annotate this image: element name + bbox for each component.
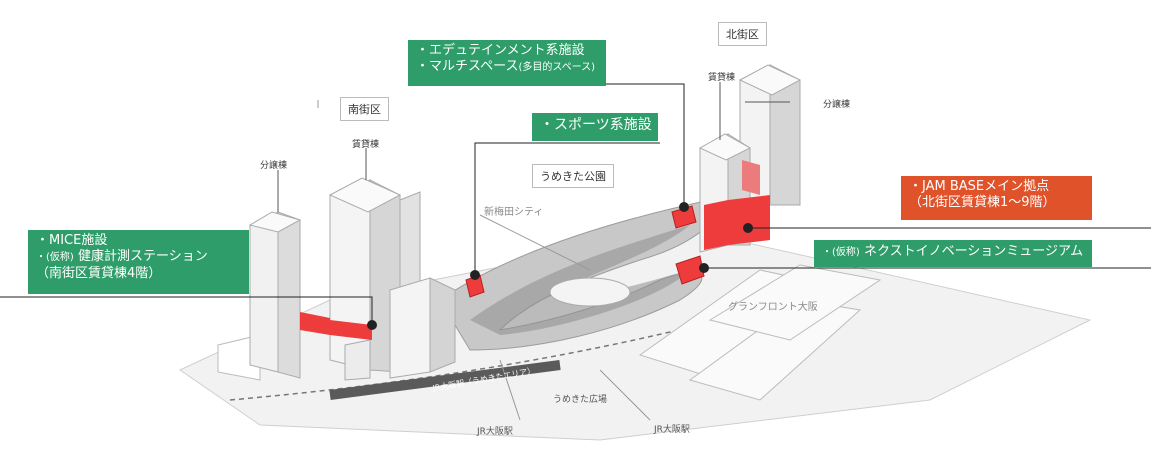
next-innovation-line: ・(仮称) ネクストイノベーションミュージアム bbox=[822, 244, 1092, 260]
south-rental-4f-highlight bbox=[300, 312, 330, 335]
next-innovation-prefix: ・(仮称) bbox=[822, 247, 860, 258]
shin-umeda-city-label: 新梅田シティ bbox=[484, 207, 544, 218]
north-jam-base-highlight bbox=[704, 200, 728, 250]
edutainment-text: ・エデュテインメント系施設 bbox=[416, 43, 585, 58]
jam-base-title: ・JAM BASEメイン拠点 bbox=[909, 179, 1050, 194]
jr-osaka-station-label-1: JR大阪駅 bbox=[477, 427, 513, 437]
marker-edutainment bbox=[679, 202, 689, 212]
health-line: ・(仮称) 健康計測ステーション bbox=[36, 249, 249, 265]
multispace-text: ・マルチスペース bbox=[416, 59, 519, 75]
jam-base-floors: （北街区賃貸棟1〜9階） bbox=[909, 195, 1056, 211]
south-sale-building-label: 分譲棟 bbox=[260, 161, 288, 171]
umekita-plaza-label: うめきた広場 bbox=[553, 395, 608, 405]
mice-health-callout: ・MICE施設 ・(仮称) 健康計測ステーション （南街区賃貸棟4階） bbox=[28, 230, 249, 294]
leader-mice bbox=[0, 296, 373, 320]
north-district-label: 北街区 bbox=[718, 22, 767, 46]
next-innovation-text: ネクストイノベーションミュージアム bbox=[863, 244, 1084, 259]
park-lawn bbox=[549, 277, 631, 307]
south-sale-tower-top bbox=[248, 211, 302, 233]
marker-innovation bbox=[699, 263, 709, 273]
south-small-block bbox=[344, 339, 371, 381]
jr-osaka-station-label-2: JR大阪駅 bbox=[654, 425, 690, 435]
jam-base-callout: ・JAM BASEメイン拠点 （北街区賃貸棟1〜9階） bbox=[901, 176, 1092, 220]
grand-front-label: グランフロント大阪 bbox=[728, 302, 818, 313]
jr-track-band bbox=[329, 360, 561, 400]
south-sale-tower-left bbox=[249, 211, 279, 373]
park-label: うめきた公園 bbox=[532, 164, 614, 188]
south-rental-tower-top bbox=[328, 177, 402, 213]
south-block-tower bbox=[389, 277, 431, 379]
innovation-museum-pavilion bbox=[675, 255, 705, 285]
north-rental-step bbox=[742, 160, 760, 195]
edutainment-callout: ・エデュテインメント系施設 ・マルチスペース(多目的スペース) bbox=[408, 40, 606, 86]
south-block-tower-side bbox=[429, 277, 456, 373]
marker-mice bbox=[367, 320, 377, 330]
health-sub-text: （南街区賃貸棟4階） bbox=[36, 265, 162, 281]
shin-umeda-leader bbox=[479, 214, 591, 271]
south-rental-4f-highlight-2 bbox=[330, 320, 372, 340]
multispace-sub-text: (多目的スペース) bbox=[518, 62, 596, 74]
north-rental-building-label: 賃貸棟 bbox=[708, 73, 736, 83]
sports-callout: ・スポーツ系施設 bbox=[532, 113, 658, 141]
marker-jam-base bbox=[743, 223, 753, 233]
south-sale-tower-right bbox=[277, 211, 301, 379]
jr-leader bbox=[499, 359, 521, 421]
sports-text: ・スポーツ系施設 bbox=[540, 117, 652, 133]
north-rental-tower-top bbox=[698, 133, 752, 161]
multispace-line: ・マルチスペース(多目的スペース) bbox=[416, 59, 606, 75]
south-rental-building-label: 賃貸棟 bbox=[352, 140, 380, 150]
grand-front-block-3 bbox=[708, 264, 882, 341]
leader-sports bbox=[474, 142, 660, 272]
jr-leader-2 bbox=[599, 369, 651, 421]
south-district-label: 南街区 bbox=[340, 97, 389, 121]
north-sale-tower-top bbox=[738, 64, 802, 96]
health-text: 健康計測ステーション bbox=[77, 249, 208, 265]
health-prefix: ・(仮称) bbox=[36, 252, 74, 264]
north-jam-base-highlight-2 bbox=[728, 195, 770, 245]
next-innovation-callout: ・(仮称) ネクストイノベーションミュージアム bbox=[814, 240, 1092, 267]
mice-text: ・MICE施設 bbox=[36, 233, 108, 248]
marker-sports bbox=[470, 270, 480, 280]
north-sale-building-label: 分譲棟 bbox=[823, 100, 851, 110]
